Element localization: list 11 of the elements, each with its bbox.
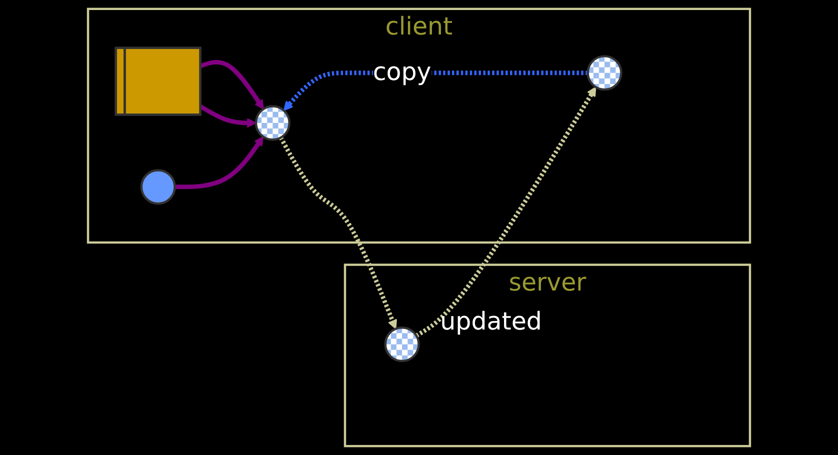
- node-circle: [254, 105, 290, 141]
- node-circle: [384, 326, 420, 362]
- node-circle: [586, 55, 622, 91]
- node-circle: [140, 169, 176, 205]
- edge-label: copy: [372, 58, 432, 87]
- arrow: [200, 60, 264, 110]
- arrow: [174, 136, 264, 190]
- arrow: [415, 86, 596, 338]
- node-label: updated: [440, 308, 542, 336]
- arrow: [199, 104, 256, 128]
- arrow: [278, 136, 397, 330]
